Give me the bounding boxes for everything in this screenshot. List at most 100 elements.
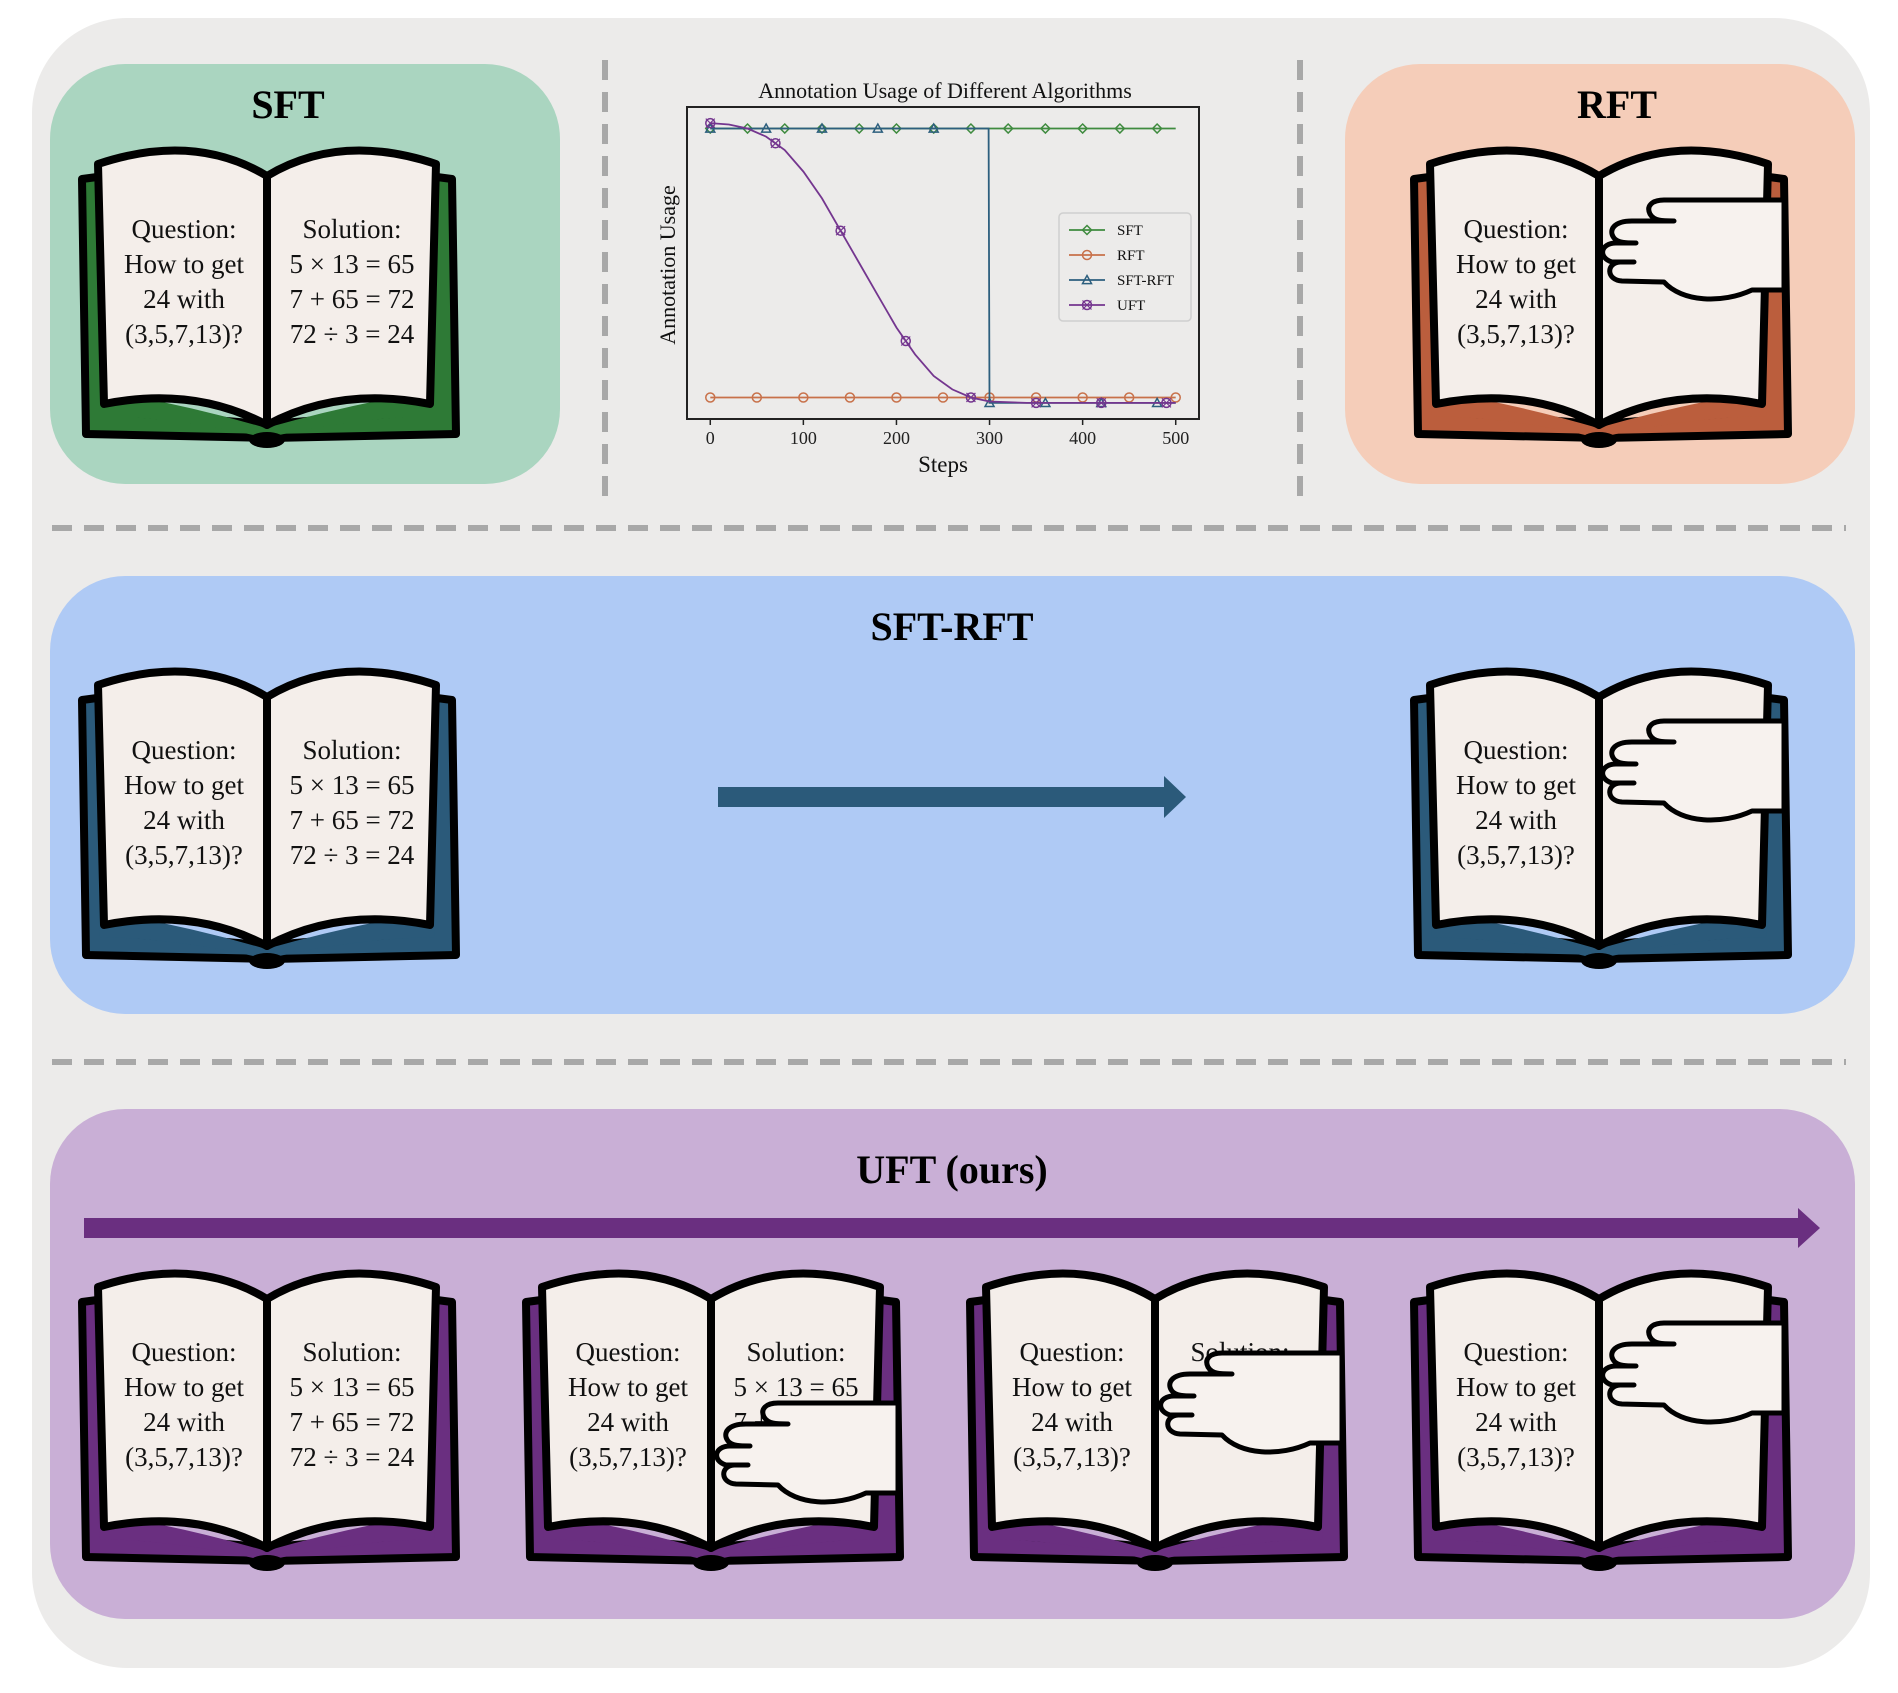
question-label: Question:	[1464, 735, 1569, 765]
sftrft-title: SFT-RFT	[870, 604, 1033, 649]
question-line: (3,5,7,13)?	[1013, 1442, 1131, 1472]
book-right-page	[263, 667, 440, 950]
chart-x-tick-label: 400	[1069, 428, 1096, 448]
chart-y-axis-label: Annotation Usage	[655, 185, 680, 344]
question-line: How to get	[1012, 1372, 1132, 1402]
book-spine-knob	[1581, 1555, 1617, 1571]
solution-label: Solution:	[302, 1337, 401, 1367]
book-spine-knob	[1137, 1555, 1173, 1571]
question-label: Question:	[1464, 1337, 1569, 1367]
covering-hand-icon	[1158, 1350, 1345, 1455]
chart-marker	[900, 335, 912, 347]
chart-marker	[1161, 397, 1172, 409]
solution-step: 5 × 13 = 65	[290, 770, 415, 800]
question-line: How to get	[1456, 249, 1576, 279]
uft-arrow	[84, 1208, 1820, 1248]
chart-marker	[1170, 392, 1181, 403]
solution-step: 7 + 65 = 72	[290, 284, 415, 314]
solution-step: 72 ÷ 3 = 24	[290, 840, 415, 870]
chart-legend-item: RFT	[1069, 248, 1145, 264]
chart-marker	[816, 122, 828, 133]
dividers	[52, 60, 1846, 1065]
question-line: (3,5,7,13)?	[125, 840, 243, 870]
chart-x-tick-label: 0	[706, 428, 715, 448]
book-spine-knob	[249, 1555, 285, 1571]
chart-legend-label: SFT	[1117, 223, 1143, 239]
chart-marker	[872, 122, 884, 133]
chart-marker	[1077, 122, 1089, 135]
chart-legend-item: UFT	[1069, 298, 1145, 314]
question-label: Question:	[132, 1337, 237, 1367]
question-line: 24 with	[143, 1407, 225, 1437]
solution-step: 5 × 13 = 65	[734, 1372, 859, 1402]
question-line: How to get	[124, 1372, 244, 1402]
chart-legend-item: SFT-RFT	[1069, 273, 1174, 289]
chart-legend-label: SFT-RFT	[1117, 273, 1174, 289]
chart-marker	[704, 122, 717, 133]
book-left-page	[94, 146, 271, 429]
chart-marker	[890, 122, 903, 135]
solution-step: 7 + 65 = 72	[290, 1407, 415, 1437]
solution-step: 5 × 13 = 65	[290, 249, 415, 279]
question-line: 24 with	[143, 284, 225, 314]
question-line: 24 with	[1031, 1407, 1113, 1437]
chart-marker	[705, 117, 716, 129]
solution-step: 7 + 65 = 72	[290, 805, 415, 835]
chart-x-tick-label: 300	[976, 428, 1003, 448]
chart-marker	[965, 122, 977, 135]
question-line: How to get	[568, 1372, 688, 1402]
question-line: (3,5,7,13)?	[1457, 319, 1575, 349]
solution-step: 72 ÷ 3 = 24	[290, 1442, 415, 1472]
chart-x-tick-label: 100	[790, 428, 817, 448]
chart-marker	[928, 122, 940, 135]
chart-legend: SFT RFT SFT-RFT UFT	[1058, 212, 1192, 322]
question-label: Question:	[132, 214, 237, 244]
chart-legend-box	[1058, 212, 1192, 322]
uft-title: UFT (ours)	[856, 1147, 1047, 1192]
solution-label: Solution:	[302, 735, 401, 765]
chart-series-uft	[705, 117, 1176, 409]
book-spine-knob	[1581, 432, 1617, 448]
covering-hand-icon	[1600, 197, 1787, 302]
solution-step: 72 ÷ 3 = 24	[290, 319, 415, 349]
chart-x-axis-label: Steps	[918, 452, 968, 477]
chart-marker	[1002, 122, 1014, 135]
book-left-page	[1426, 667, 1603, 950]
question-label: Question:	[576, 1337, 681, 1367]
chart-marker	[1030, 392, 1042, 403]
book-left-page	[94, 667, 271, 950]
rft-title: RFT	[1577, 82, 1657, 127]
chart-marker	[760, 122, 772, 133]
chart-marker	[1039, 122, 1051, 135]
covering-hand-icon	[1600, 718, 1787, 823]
chart-marker	[798, 392, 809, 403]
book-spine-knob	[1581, 953, 1617, 969]
chart-marker	[1123, 392, 1135, 403]
question-line: 24 with	[587, 1407, 669, 1437]
question-line: (3,5,7,13)?	[569, 1442, 687, 1472]
chart-marker	[965, 392, 977, 403]
question-line: How to get	[1456, 1372, 1576, 1402]
chart-marker	[1151, 122, 1163, 135]
chart-marker	[770, 138, 781, 149]
chart-marker	[891, 392, 902, 403]
covering-hand-icon	[1600, 1320, 1787, 1425]
question-line: 24 with	[1475, 284, 1557, 314]
chart-x-tick-label: 500	[1162, 428, 1189, 448]
question-label: Question:	[1464, 214, 1569, 244]
book-left-page	[94, 1269, 271, 1552]
chart-axes-frame	[686, 106, 1200, 420]
question-line: 24 with	[1475, 1407, 1557, 1437]
question-line: (3,5,7,13)?	[1457, 840, 1575, 870]
chart-marker	[1114, 122, 1126, 135]
book-left-page	[1426, 1269, 1603, 1552]
chart-marker	[853, 122, 865, 135]
